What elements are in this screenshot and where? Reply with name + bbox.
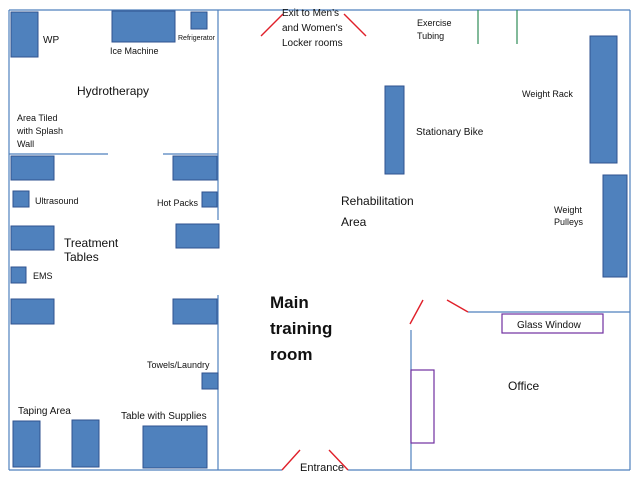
label-hot-packs: Hot Packs [157, 198, 199, 208]
label-towels-laundry: Towels/Laundry [147, 360, 210, 370]
label-exit-line2: and Women's [282, 23, 343, 34]
hot-packs-unit [201, 191, 218, 208]
entrance-door-right [328, 449, 349, 471]
treatment-table-1 [10, 225, 55, 251]
exit-door-left [260, 13, 284, 37]
taping-table-1 [12, 420, 41, 468]
hydro-table-left [10, 155, 55, 181]
weight-pulleys [602, 174, 628, 278]
label-wp: WP [43, 35, 59, 46]
label-main-line2: training [270, 319, 332, 338]
treatment-table-4 [172, 298, 218, 325]
label-ice-machine: Ice Machine [110, 46, 159, 56]
glass-window [501, 313, 604, 334]
label-table-with-supplies: Table with Supplies [121, 411, 207, 422]
label-weight-rack: Weight Rack [522, 89, 573, 99]
label-area-tiled-line1: Area Tiled [17, 113, 58, 123]
refrigerator [190, 11, 208, 30]
label-exit-line3: Locker rooms [282, 38, 343, 49]
label-ems: EMS [33, 271, 53, 281]
ice-machine [111, 10, 176, 43]
office-side-window [410, 369, 435, 444]
stationary-bike [384, 85, 405, 175]
label-refrigerator: Refrigerator [178, 35, 216, 42]
label-exit-line1: Exit to Men’s [282, 8, 339, 19]
ultrasound-unit [12, 190, 30, 208]
fixtures [10, 10, 628, 469]
doors [260, 13, 469, 471]
label-rehab-line1: Rehabilitation [341, 194, 414, 208]
ems-unit [10, 266, 27, 284]
supply-table [142, 425, 208, 469]
label-taping-area: Taping Area [18, 406, 71, 417]
label-exercise-line1: Exercise [417, 18, 452, 28]
label-area-tiled-line3: Wall [17, 139, 34, 149]
label-treatment-line2: Tables [64, 250, 99, 264]
entrance-door-left [281, 449, 301, 471]
label-weight-pulleys-line1: Weight [554, 205, 582, 215]
treatment-table-3 [10, 298, 55, 325]
label-stationary-bike: Stationary Bike [416, 127, 484, 138]
exit-door-right [343, 13, 367, 37]
rehab-door-left [409, 299, 424, 325]
label-treatment-line1: Treatment [64, 236, 119, 250]
towels-laundry-bin [201, 372, 219, 390]
walls [8, 9, 631, 471]
label-hydrotherapy: Hydrotherapy [77, 84, 149, 98]
label-main-line1: Main [270, 293, 309, 312]
exercise-tubing [477, 10, 518, 44]
label-weight-pulleys-line2: Pulleys [554, 217, 584, 227]
label-office: Office [508, 379, 539, 393]
rehab-door-right [446, 299, 469, 313]
label-glass-window: Glass Window [517, 320, 582, 331]
taping-table-2 [71, 419, 100, 468]
label-main-line3: room [270, 345, 313, 364]
label-rehab-line2: Area [341, 215, 367, 229]
weight-rack [589, 35, 618, 164]
labels: WP Ice Machine Refrigerator Exit to Men’… [16, 8, 584, 474]
label-entrance: Entrance [300, 462, 344, 474]
label-area-tiled-line2: with Splash [16, 126, 63, 136]
hydro-table-right [172, 155, 218, 181]
wp-tub [10, 11, 39, 58]
label-ultrasound: Ultrasound [35, 196, 79, 206]
label-exercise-line2: Tubing [417, 31, 444, 41]
treatment-table-2 [175, 223, 220, 249]
